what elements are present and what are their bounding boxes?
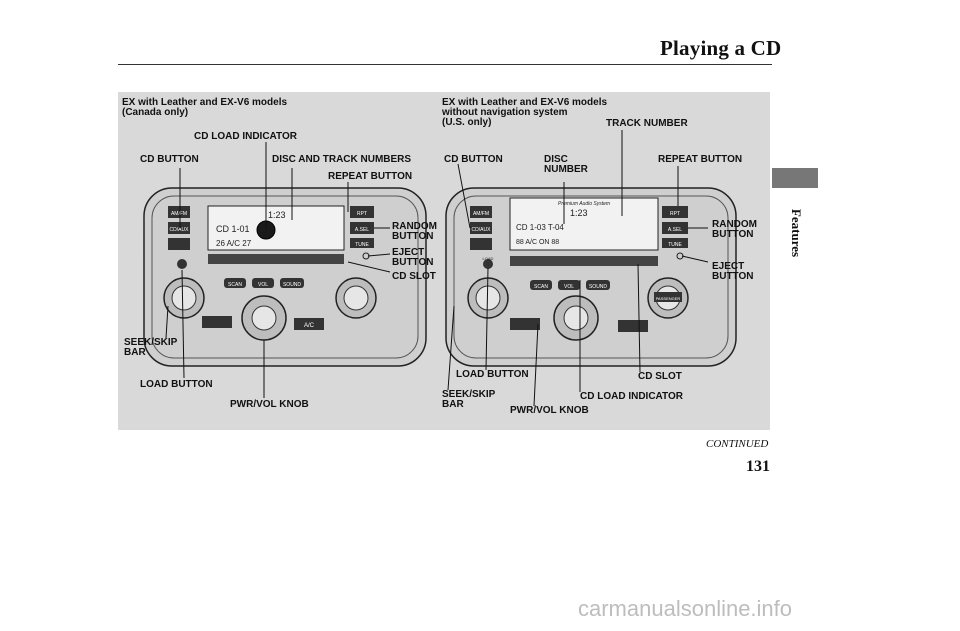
left-callout-cd-load-indicator: CD LOAD INDICATOR [194, 131, 297, 142]
left-unit-heading: EX with Leather and EX-V6 models (Canada… [122, 97, 288, 118]
left-callout-seek-skip-bar: SEEK/SKIP BAR [124, 337, 178, 358]
right-load-button-label: LOAD [483, 256, 494, 261]
right-scan-button-label: SCAN [534, 284, 548, 290]
left-scan-button-label: SCAN [228, 282, 242, 288]
right-display-mid: CD 1-03 T-04 [516, 223, 564, 232]
right-callout-eject-button: EJECT BUTTON [712, 261, 754, 282]
right-vol-button-label: VOL [564, 284, 574, 290]
left-display-mid: CD 1-01 [216, 224, 250, 234]
left-ac-label: A/C [304, 323, 315, 329]
radio-diagram: AM/FM CD/AUX 1:23 CD 1-01 26 A/C 27 RPT … [143, 130, 737, 407]
callout-leader-lines [165, 130, 709, 407]
right-callout-seek-skip-bar: SEEK/SKIP BAR [442, 389, 496, 410]
continued-marker: CONTINUED [706, 438, 769, 450]
right-rpt-button-label: RPT [670, 211, 680, 217]
right-asel-button-label: A.SEL [668, 227, 682, 233]
left-sound-button-label: SOUND [283, 282, 301, 288]
left-callout-cd-button: CD BUTTON [140, 154, 199, 165]
left-tune-button-label: TUNE [355, 242, 369, 248]
right-callout-disc-number: DISC NUMBER [544, 154, 588, 175]
figure-panel: AM/FM CD/AUX 1:23 CD 1-01 26 A/C 27 RPT … [118, 92, 770, 430]
left-rpt-button-label: RPT [357, 211, 367, 217]
section-tab-marker [772, 168, 818, 188]
page-title: Playing a CD [660, 36, 782, 60]
right-cd-aux-button-label: CD/AUX [472, 227, 492, 233]
left-callout-cd-slot: CD SLOT [392, 271, 436, 282]
watermark-text: carmanualsonline.info [578, 596, 793, 621]
left-callout-eject-button: EJECT BUTTON [392, 247, 434, 268]
right-unit-heading: EX with Leather and EX-V6 models without… [442, 97, 608, 128]
right-callout-cd-load-indicator: CD LOAD INDICATOR [580, 391, 683, 402]
section-tab-text: Features [789, 208, 804, 258]
left-callout-load-button: LOAD BUTTON [140, 379, 213, 390]
right-callout-track-number: TRACK NUMBER [606, 118, 688, 129]
left-callout-repeat-button: REPEAT BUTTON [328, 171, 413, 182]
left-callout-pwr-vol-knob: PWR/VOL KNOB [230, 399, 309, 410]
right-callout-cd-slot: CD SLOT [638, 371, 682, 382]
title-divider [118, 64, 772, 65]
right-sound-button-label: SOUND [589, 284, 607, 290]
left-display-top: 1:23 [268, 210, 286, 220]
right-am-fm-button-label: AM/FM [473, 211, 489, 217]
left-callout-disc-track-numbers: DISC AND TRACK NUMBERS [272, 154, 412, 165]
left-vol-button-label: VOL [258, 282, 268, 288]
right-display-top: 1:23 [570, 208, 588, 218]
page-number: 131 [746, 458, 770, 475]
left-callout-random-button: RANDOM BUTTON [392, 221, 437, 242]
left-am-fm-button-label: AM/FM [171, 211, 187, 217]
left-radio-unit: AM/FM CD/AUX 1:23 CD 1-01 26 A/C 27 RPT … [143, 187, 427, 367]
right-passenger-label: PASSENGER [656, 296, 681, 301]
right-callout-load-button: LOAD BUTTON [456, 369, 529, 380]
right-callout-cd-button: CD BUTTON [444, 154, 503, 165]
right-display-brand: Premium Audio System [558, 201, 610, 207]
right-display-bot: 88 A/C ON 88 [516, 239, 559, 246]
right-callout-random-button: RANDOM BUTTON [712, 219, 757, 240]
right-radio-unit: AM/FM CD/AUX Premium Audio System 1:23 C… [445, 187, 737, 367]
left-asel-button-label: A.SEL [355, 227, 369, 233]
left-display-bot: 26 A/C 27 [216, 239, 252, 248]
right-callout-repeat-button: REPEAT BUTTON [658, 154, 743, 165]
section-tab-label: Features [786, 198, 806, 268]
left-cd-aux-button-label: CD/AUX [170, 227, 190, 233]
right-tune-button-label: TUNE [668, 242, 682, 248]
right-callout-pwr-vol-knob: PWR/VOL KNOB [510, 405, 589, 416]
